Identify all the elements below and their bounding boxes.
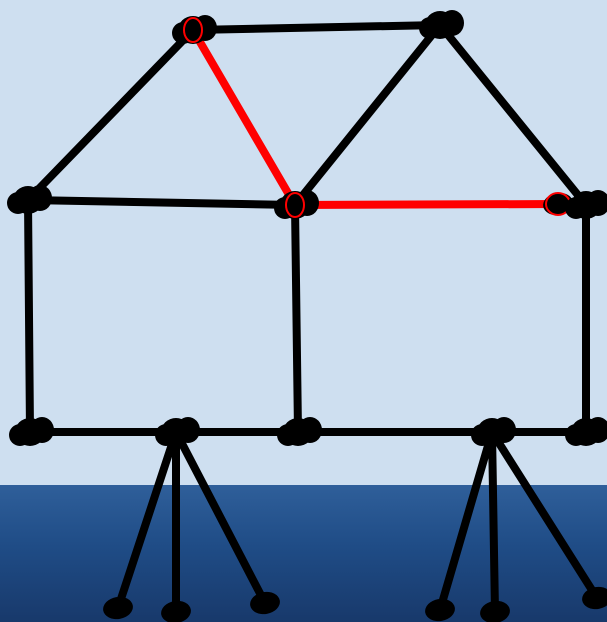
black-edge-b2-c2 (295, 205, 298, 432)
node-a1 (172, 15, 217, 44)
node-b4 (565, 190, 607, 219)
node-c1 (9, 417, 54, 446)
black-edge-s2-f5 (492, 432, 495, 612)
node-c3 (565, 417, 607, 446)
black-edge-b1-b2 (28, 200, 295, 205)
node-c2 (277, 417, 322, 446)
node-f5 (478, 599, 511, 622)
node-b2 (274, 190, 319, 219)
black-edge-a1-a2 (193, 25, 440, 30)
black-edge-a1-b1 (28, 30, 193, 200)
node-f6 (580, 585, 607, 612)
black-edge-s2-f4 (440, 432, 492, 610)
node-b1 (7, 185, 52, 214)
black-edge-a2-b2 (295, 25, 440, 205)
black-edge-s2-f6 (492, 432, 597, 598)
node-f3 (248, 590, 281, 617)
node-f1 (101, 595, 134, 622)
black-edge-s1-f3 (176, 432, 265, 603)
black-edge-a2-b4 (440, 25, 586, 205)
node-a2 (419, 10, 464, 39)
node-s2 (471, 417, 516, 446)
node-s1 (155, 417, 200, 446)
black-edge-s1-f1 (118, 432, 176, 608)
red-edge-b2-b3 (295, 204, 558, 205)
black-edge-b1-c1 (28, 200, 30, 432)
node-f2 (159, 599, 192, 622)
red-edge-a1-b2 (193, 30, 295, 205)
node-f4 (423, 597, 456, 622)
